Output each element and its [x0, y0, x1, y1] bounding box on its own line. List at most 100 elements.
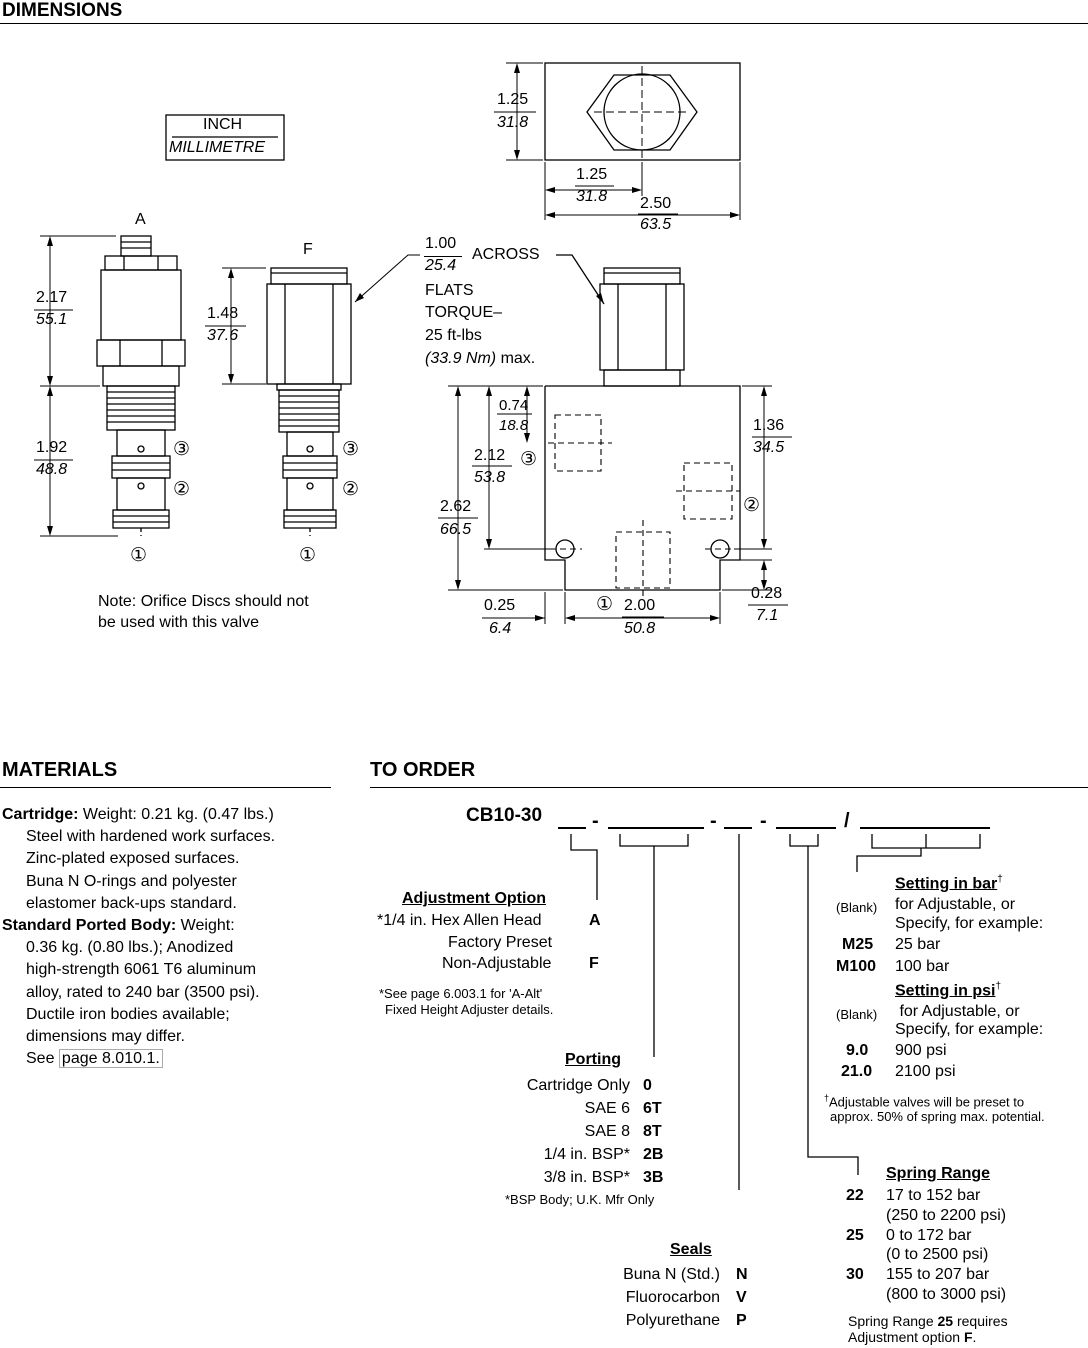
adjustment-item-1: *1/4 in. Hex Allen Head [377, 912, 542, 929]
flats-flats: FLATS [425, 282, 474, 299]
top-w2-mm: 63.5 [640, 216, 672, 233]
port-2-a: ② [173, 479, 191, 500]
setting-bar-row-1: for Adjustable, or [895, 896, 1016, 913]
spring-note-1a: Spring Range [848, 1313, 938, 1329]
spring-code-22: 22 [846, 1187, 864, 1204]
porting-title: Porting [565, 1051, 621, 1069]
flats-frac-line [424, 256, 462, 257]
unit-box [165, 114, 285, 161]
body-front-dims [438, 385, 792, 624]
dimensions-drawing [34, 62, 792, 624]
seals-item: Buna N (Std.) [623, 1266, 720, 1283]
dimensions-rule [0, 23, 1088, 24]
setting-psi-row-2: Specify, for example: [895, 1021, 1044, 1038]
see-line: See page 8.010.1. [2, 1048, 337, 1070]
dim-f-in: 1.48 [207, 305, 239, 322]
seals-title-text: Seals [670, 1241, 712, 1258]
body-line-5: dimensions may differ. [26, 1028, 185, 1046]
dim-a-top-in: 2.17 [36, 289, 68, 306]
porting-code: 2B [643, 1146, 664, 1163]
spring-note-2: Adjustment option F. [848, 1329, 976, 1345]
spring-note-1c: requires [953, 1313, 1008, 1329]
body-d2-mm: 53.8 [474, 469, 506, 486]
setting-psi-row-3: 900 psi [895, 1042, 947, 1059]
top-w1-in: 1.25 [576, 166, 608, 183]
top-view-drawing [544, 62, 741, 161]
seals-item: Fluorocarbon [625, 1289, 720, 1306]
porting-code: 6T [643, 1100, 662, 1117]
porting-code: 8T [643, 1123, 662, 1140]
port-1-a: ① [130, 545, 148, 566]
porting-item: 3/8 in. BSP* [543, 1169, 630, 1186]
setting-psi-code-2: 21.0 [841, 1063, 873, 1080]
spring-30-l1: 155 to 207 bar [886, 1266, 990, 1283]
spring-30-l2: (800 to 3000 psi) [886, 1286, 1007, 1303]
dim-f-mm: 37.6 [207, 327, 239, 344]
seals-codes: N V P [736, 1263, 766, 1332]
cartridge-line: Cartridge: Weight: 0.21 kg. (0.47 lbs.) [2, 804, 337, 826]
option-label-a: A [135, 211, 146, 228]
cartridge-line-1: Steel with hardened work surfaces. [26, 828, 276, 846]
body-d4-mm: 34.5 [753, 439, 785, 456]
spring-note-2b: F [963, 1329, 973, 1345]
body-d4-in: 1.36 [753, 417, 785, 434]
cartridge-f-drawing [266, 267, 352, 536]
cartridge-line-3: Buna N O-rings and polyester [26, 872, 237, 890]
adjustment-code-a: A [589, 912, 601, 929]
body-line-4: Ductile iron bodies available; [26, 1005, 230, 1023]
flats-nm-max: max. [496, 350, 536, 367]
materials-rule [0, 787, 331, 788]
port-3-a: ③ [173, 439, 191, 460]
adjustment-code-f: F [589, 955, 599, 972]
materials-text: Cartridge: Weight: 0.21 kg. (0.47 lbs.) … [2, 804, 337, 1070]
porting-item: SAE 8 [584, 1123, 630, 1140]
seals-code: V [736, 1289, 747, 1306]
dim-a-bot-mm: 48.8 [36, 461, 68, 478]
preset-note-1: †Adjustable valves will be preset to [824, 1093, 1024, 1109]
order-title: TO ORDER [370, 759, 476, 781]
page-link[interactable]: page 8.010.1. [58, 1049, 163, 1069]
adjustment-title: Adjustment Option [402, 890, 546, 908]
spring-code-30: 30 [846, 1266, 864, 1283]
spring-code-25: 25 [846, 1227, 864, 1244]
seals-item: Polyurethane [625, 1312, 720, 1329]
code-dashes: - - - / [592, 810, 850, 832]
flats-in: 1.00 [425, 235, 457, 252]
top-w1-mm: 31.8 [576, 188, 608, 205]
porting-item: SAE 6 [584, 1100, 630, 1117]
order-code-diagram: - - - / [558, 810, 990, 1190]
materials-title: MATERIALS [2, 759, 118, 781]
porting-codes: 0 6T 8T 2B 3B [643, 1074, 683, 1189]
code-connectors [570, 834, 981, 1190]
body-line-1: 0.36 kg. (0.80 lbs.); Anodized [26, 939, 234, 957]
flats-across: ACROSS [472, 246, 540, 263]
body-d5-in: 0.28 [751, 585, 783, 602]
spring-note-1: Spring Range 25 requires [848, 1313, 1008, 1329]
unit-box-inch: INCH [203, 116, 243, 133]
setting-psi-row-1: for Adjustable, or [895, 1003, 1020, 1020]
setting-psi-dagger: † [995, 981, 1002, 992]
port-3-f: ③ [342, 439, 360, 460]
spring-title: Spring Range [886, 1165, 990, 1183]
spring-note-2a: Adjustment option [848, 1329, 964, 1345]
orifice-note-2: be used with this valve [98, 614, 259, 631]
body-label: Standard Ported Body: [2, 917, 177, 935]
body-d5-mm: 7.1 [756, 607, 779, 624]
body-d6-in: 0.25 [484, 597, 516, 614]
spring-title-text: Spring Range [886, 1165, 991, 1182]
porting-item: 1/4 in. BSP* [543, 1146, 630, 1163]
model-code: CB10-30 [466, 805, 543, 826]
option-label-f: F [303, 241, 313, 258]
adjustment-note-1: *See page 6.003.1 for 'A-Alt' [379, 986, 543, 1001]
top-view-dims [494, 62, 741, 220]
flats-nm-italic: (33.9 Nm) [425, 350, 497, 367]
svg-text:-: - [592, 810, 599, 832]
setting-psi-title-text: Setting in psi [895, 982, 996, 1000]
body-d3-in: 2.62 [440, 498, 472, 515]
dim-a-top-mm: 55.1 [36, 311, 68, 328]
setting-psi-code-1: 9.0 [846, 1042, 869, 1059]
dim-a-bot-in: 1.92 [36, 439, 68, 456]
order-rule [370, 787, 1088, 788]
top-w2-in: 2.50 [640, 195, 672, 212]
svg-text:/: / [844, 810, 850, 832]
